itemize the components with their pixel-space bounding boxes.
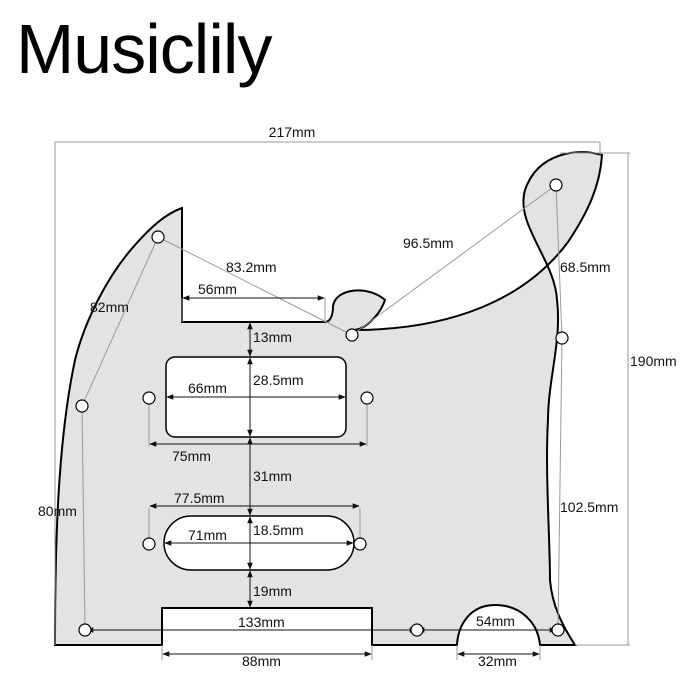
screw-hole [142,391,156,405]
label-pickup-gap: 31mm [253,468,292,484]
label-left-edge: 80mm [38,503,77,519]
label-right-upper: 68.5mm [560,259,611,275]
label-single-length: 71mm [188,527,227,543]
label-neck-pocket-width: 56mm [198,281,237,297]
screw-hole [75,399,89,413]
label-humbucker-width: 28.5mm [253,372,304,388]
label-right-lower: 102.5mm [560,499,618,515]
label-bridge-cut: 88mm [242,653,281,669]
label-humbucker-length: 66mm [188,380,227,396]
screw-hole [410,623,424,637]
label-overall-width: 217mm [269,124,316,140]
brand-title: Musiclily [16,10,272,88]
label-humbucker-mount: 75mm [172,448,211,464]
arrowed-dimension-lines [86,295,557,657]
label-upper-left-diag: 82mm [90,299,129,315]
screw-hole [151,230,165,244]
screw-hole [551,623,565,637]
screw-hole [345,328,359,342]
label-single-mount: 77.5mm [174,490,225,506]
screw-hole [549,178,563,192]
label-jack-cut: 32mm [478,653,517,669]
screw-hole [360,391,374,405]
label-screw-diag-left: 83.2mm [226,259,277,275]
dimension-lines [54,141,630,660]
label-overall-height: 190mm [630,353,677,369]
screw-hole [555,331,569,345]
screw-holes [75,178,569,637]
label-single-width: 18.5mm [253,522,304,538]
label-jack-screw: 54mm [476,613,515,629]
label-neck-gap: 13mm [253,329,292,345]
screw-hole [353,537,367,551]
label-bridge-gap: 19mm [253,583,292,599]
screw-hole [142,537,156,551]
screw-hole [78,623,92,637]
label-bottom-screws: 133mm [238,614,285,630]
label-screw-diag-right: 96.5mm [403,235,454,251]
